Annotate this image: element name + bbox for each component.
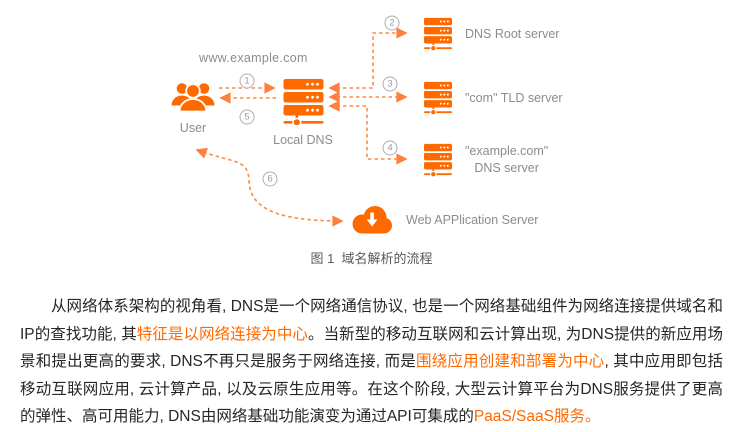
user-node: User bbox=[168, 80, 218, 135]
body-text-segment: , 其中应用即包括移动互联网应用, 云计算产品, 以及云原生应用等。在这个阶段,… bbox=[20, 353, 723, 426]
cloud-download-icon bbox=[352, 206, 392, 234]
dns-flow-figure: www.example.com User bbox=[168, 15, 563, 266]
auth-server-label-line2: DNS server bbox=[474, 161, 539, 175]
root-server-label: DNS Root server bbox=[465, 27, 560, 41]
flow-arrows-svg bbox=[195, 27, 408, 227]
highlighted-text-segment: PaaS/SaaS服务。 bbox=[473, 408, 601, 426]
tld-server-icon bbox=[424, 81, 452, 116]
root-server-icon bbox=[424, 17, 452, 52]
local-dns-node: Local DNS bbox=[273, 79, 333, 147]
arrow-step6-user-webserver bbox=[195, 147, 344, 227]
step-2-badge: 2 bbox=[384, 15, 400, 31]
auth-server-label: "example.com" DNS server bbox=[465, 143, 548, 177]
step-4-badge: 4 bbox=[382, 140, 398, 156]
step-1-badge: 1 bbox=[239, 73, 255, 89]
highlighted-text-segment: 特征是以网络连接为中心 bbox=[136, 325, 309, 343]
auth-server-label-line1: "example.com" bbox=[465, 144, 549, 158]
arrow-step2-localdns-root bbox=[328, 27, 408, 94]
queried-domain-label: www.example.com bbox=[199, 51, 308, 65]
step-6-badge: 6 bbox=[262, 171, 278, 187]
auth-server-node: "example.com" DNS server bbox=[424, 142, 548, 178]
tld-server-label: "com" TLD server bbox=[465, 91, 563, 105]
figure-caption: 图 1 域名解析的流程 bbox=[310, 251, 433, 266]
local-dns-server-icon bbox=[283, 79, 323, 125]
user-label: User bbox=[179, 121, 207, 135]
step-5-badge: 5 bbox=[239, 109, 255, 125]
user-group-icon bbox=[171, 83, 215, 113]
body-text-segment: 从网络体系架构的视角看, DNS是一个网络通信协议, 也是一个网络基础组件为网络… bbox=[20, 298, 723, 343]
web-server-node: Web APPlication Server bbox=[350, 204, 538, 236]
body-text-segment: 。当新型的移动互联网和云计算出现, 为DNS提供的新应用场景和提出更高的要求, … bbox=[20, 325, 723, 371]
highlighted-text-segment: 围绕应用创建和部署为中心 bbox=[416, 353, 605, 371]
web-server-label: Web APPlication Server bbox=[406, 213, 539, 227]
step-3-badge: 3 bbox=[382, 76, 398, 92]
root-server-node: DNS Root server bbox=[424, 16, 559, 52]
local-dns-label: Local DNS bbox=[273, 133, 333, 147]
tld-server-node: "com" TLD server bbox=[424, 80, 563, 116]
body-paragraph: 从网络体系架构的视角看, DNS是一个网络通信协议, 也是一个网络基础组件为网络… bbox=[0, 280, 743, 431]
auth-server-icon bbox=[424, 143, 452, 178]
